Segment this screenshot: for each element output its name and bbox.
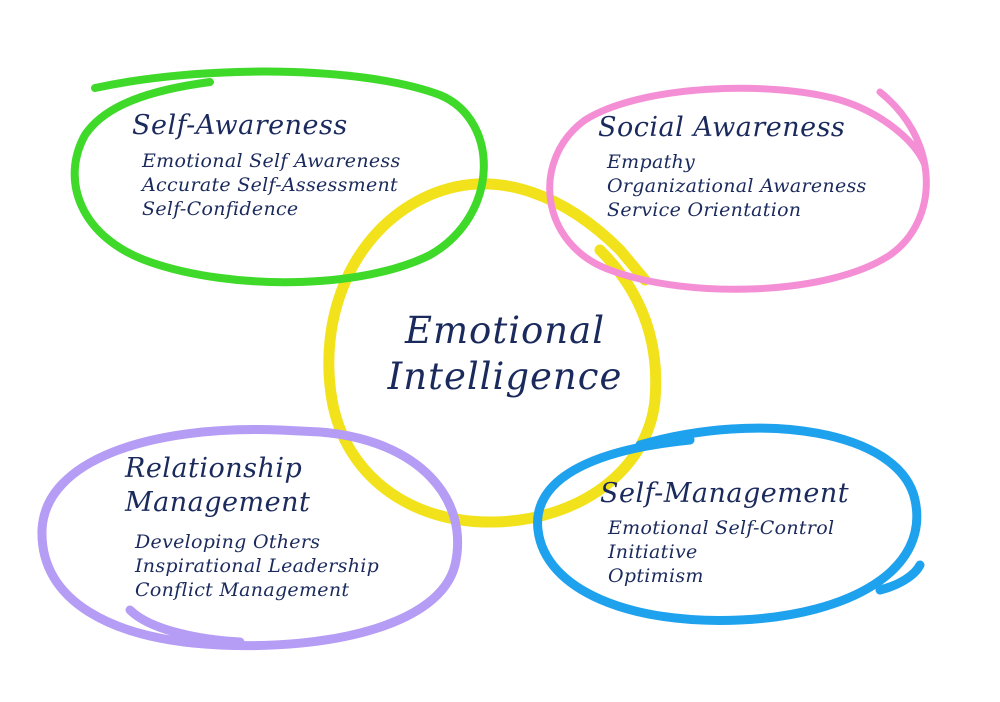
list-item: Inspirational Leadership xyxy=(135,555,380,577)
social-awareness-ring xyxy=(546,84,930,293)
relationship-management-ring xyxy=(37,425,463,651)
self-awareness-list: Emotional Self Awareness Accurate Self-A… xyxy=(142,149,401,221)
list-item: Service Orientation xyxy=(607,199,802,221)
center-title: Emotional Intelligence xyxy=(355,308,655,400)
relationship-management-title-line1: Relationship xyxy=(125,453,303,484)
list-item: Emotional Self-Control xyxy=(608,517,835,539)
center-title-line2: Intelligence xyxy=(387,355,623,398)
social-awareness-title: Social Awareness xyxy=(598,112,846,143)
self-awareness-title: Self-Awareness xyxy=(132,110,348,141)
self-management-ring xyxy=(533,423,925,625)
social-awareness-list: Empathy Organizational Awareness Service… xyxy=(607,150,867,222)
list-item: Accurate Self-Assessment xyxy=(142,174,398,196)
list-item: Optimism xyxy=(608,565,704,587)
relationship-management-list: Developing Others Inspirational Leadersh… xyxy=(135,530,379,602)
self-management-list: Emotional Self-Control Initiative Optimi… xyxy=(608,516,834,588)
self-awareness-ring xyxy=(70,67,488,287)
list-item: Organizational Awareness xyxy=(607,175,867,197)
list-item: Conflict Management xyxy=(135,579,350,601)
relationship-management-title: Relationship Management xyxy=(125,452,310,520)
self-management-title: Self-Management xyxy=(600,478,850,509)
center-ring xyxy=(323,178,662,528)
list-item: Empathy xyxy=(607,151,696,173)
list-item: Self-Confidence xyxy=(142,198,299,220)
list-item: Emotional Self Awareness xyxy=(142,150,401,172)
list-item: Developing Others xyxy=(135,531,321,553)
list-item: Initiative xyxy=(608,541,698,563)
relationship-management-title-line2: Management xyxy=(125,487,311,518)
center-title-line1: Emotional xyxy=(404,309,606,352)
